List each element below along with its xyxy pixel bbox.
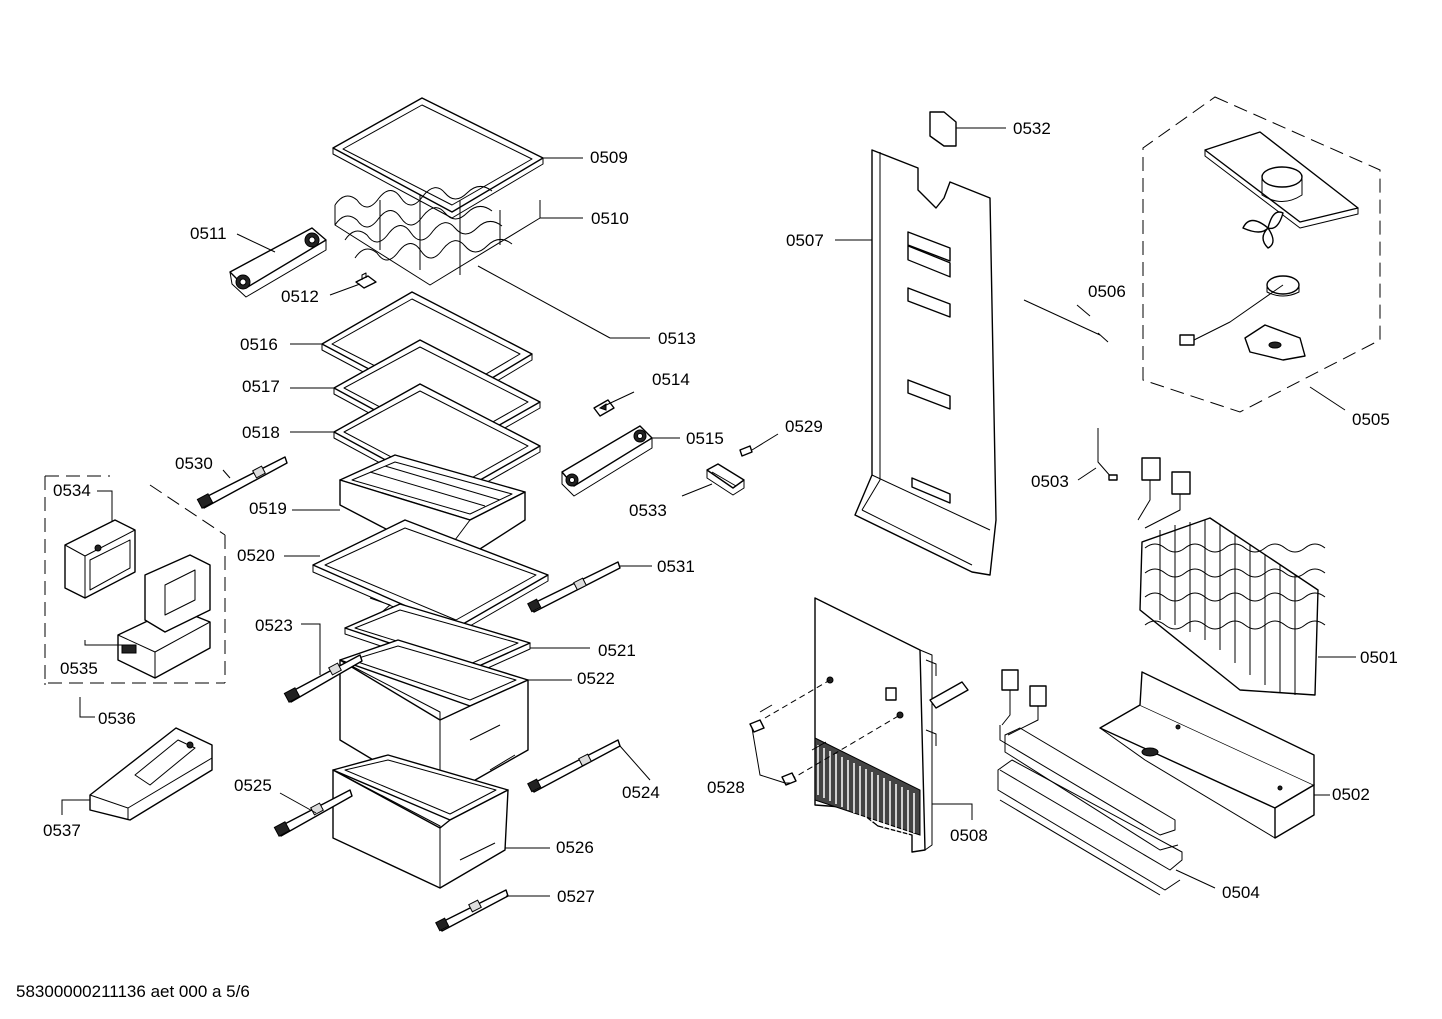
- part-drawing-0507: [854, 149, 997, 576]
- part-labels: 0501 0502 0503 0504 0505 0506 0507 0508 …: [43, 119, 1398, 906]
- label-0518[interactable]: 0518: [242, 423, 280, 442]
- label-0503[interactable]: 0503: [1031, 472, 1069, 491]
- label-0536[interactable]: 0536: [98, 709, 136, 728]
- part-drawing-0509: [332, 97, 544, 219]
- label-0526[interactable]: 0526: [556, 838, 594, 857]
- part-drawing-0532: [929, 111, 957, 147]
- part-drawing-0526: [332, 754, 509, 889]
- document-footer: 58300000211136 aet 000 a 5/6: [16, 982, 250, 1001]
- label-0505[interactable]: 0505: [1352, 410, 1390, 429]
- part-drawing-0512: [355, 272, 377, 289]
- part-drawing-0505: [1179, 131, 1359, 361]
- label-0513[interactable]: 0513: [658, 329, 696, 348]
- label-0529[interactable]: 0529: [785, 417, 823, 436]
- label-0532[interactable]: 0532: [1013, 119, 1051, 138]
- part-drawing-0515: [561, 425, 653, 497]
- label-0515[interactable]: 0515: [686, 429, 724, 448]
- label-0510[interactable]: 0510: [591, 209, 629, 228]
- part-drawing-0529: [739, 445, 753, 457]
- part-drawing-0524: [527, 739, 621, 793]
- label-0516[interactable]: 0516: [240, 335, 278, 354]
- label-0524[interactable]: 0524: [622, 783, 660, 802]
- label-0527[interactable]: 0527: [557, 887, 595, 906]
- label-0508[interactable]: 0508: [950, 826, 988, 845]
- part-drawing-0519: [339, 454, 526, 566]
- leader-lines: [44, 127, 1356, 897]
- label-0521[interactable]: 0521: [598, 641, 636, 660]
- label-0534[interactable]: 0534: [53, 481, 91, 500]
- label-0520[interactable]: 0520: [237, 546, 275, 565]
- label-0506[interactable]: 0506: [1088, 282, 1126, 301]
- label-0501[interactable]: 0501: [1360, 648, 1398, 667]
- assembly-box-0505: [1142, 96, 1381, 413]
- part-drawing-0511: [229, 227, 327, 298]
- part-drawing-0508: [814, 597, 969, 853]
- assembly-box-0536: [44, 475, 226, 684]
- label-0512[interactable]: 0512: [281, 287, 319, 306]
- label-0509[interactable]: 0509: [590, 148, 628, 167]
- part-drawing-0535: [117, 554, 211, 679]
- part-drawing-0513: [477, 265, 611, 339]
- label-0525[interactable]: 0525: [234, 776, 272, 795]
- label-0504[interactable]: 0504: [1222, 883, 1260, 902]
- part-drawing-0537: [89, 727, 213, 821]
- part-drawing-0502: [1099, 671, 1315, 839]
- label-0537[interactable]: 0537: [43, 821, 81, 840]
- part-drawing-0528: [749, 679, 901, 786]
- part-drawing-0533: [706, 463, 745, 496]
- part-drawing-0531: [527, 561, 621, 613]
- label-0522[interactable]: 0522: [577, 669, 615, 688]
- label-0530[interactable]: 0530: [175, 454, 213, 473]
- label-0523[interactable]: 0523: [255, 616, 293, 635]
- part-drawing-0534: [64, 519, 136, 599]
- label-0511[interactable]: 0511: [190, 224, 227, 243]
- part-drawing-0504: [997, 669, 1183, 896]
- part-drawing-0530: [196, 456, 288, 509]
- label-0517[interactable]: 0517: [242, 377, 280, 396]
- label-0531[interactable]: 0531: [657, 557, 695, 576]
- part-drawing-0506: [1023, 299, 1109, 343]
- part-drawing-0510: [334, 186, 541, 286]
- label-0528[interactable]: 0528: [707, 778, 745, 797]
- part-drawing-0503: [1097, 428, 1118, 481]
- label-0514[interactable]: 0514: [652, 370, 690, 389]
- part-drawing-0527: [435, 889, 509, 932]
- part-drawing-0523: [283, 654, 363, 703]
- label-0519[interactable]: 0519: [249, 499, 287, 518]
- label-0507[interactable]: 0507: [786, 231, 824, 250]
- label-0535[interactable]: 0535: [60, 659, 98, 678]
- label-0533[interactable]: 0533: [629, 501, 667, 520]
- part-drawing-0501: [1137, 457, 1326, 696]
- label-0502[interactable]: 0502: [1332, 785, 1370, 804]
